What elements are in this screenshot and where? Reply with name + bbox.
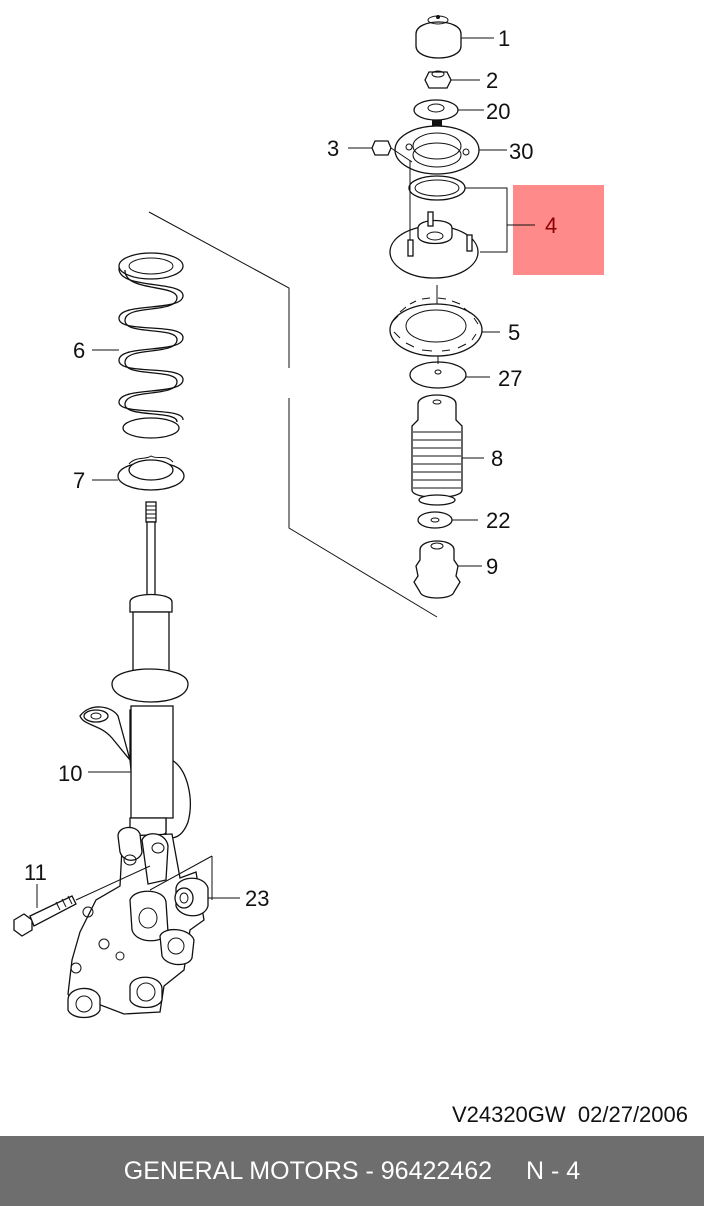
callout-3: 3: [327, 136, 339, 161]
part-30-mount-plate: [394, 120, 507, 175]
callout-4: 4: [545, 213, 557, 238]
part-23-bushing: [174, 877, 240, 917]
part-22-washer: [417, 511, 478, 529]
part-5-spring-seat: [389, 285, 500, 357]
part-27-washer: [409, 356, 490, 389]
part-9-bump-stop: [413, 540, 482, 599]
knuckle-assembly: [67, 826, 213, 1019]
exploded-parts-diagram: 1 2 20 3 30 4 5 6 27 8 7 22 9 10 11 23: [13, 15, 604, 1019]
callout-11: 11: [24, 860, 47, 885]
callout-1: 1: [498, 26, 510, 51]
footer-brand: GENERAL MOTORS - 96422462: [123, 1156, 493, 1185]
part-10-strut: [79, 501, 191, 839]
callout-2: 2: [486, 68, 498, 93]
highlight-box-4: [513, 185, 604, 275]
callout-30: 30: [509, 139, 533, 164]
part-3-nut: [348, 140, 413, 163]
callout-20: 20: [486, 99, 510, 124]
callout-27: 27: [498, 366, 522, 391]
part-2-nut: [424, 70, 480, 89]
part-20-washer: [413, 99, 484, 121]
part-7-lower-spring-seat: [92, 455, 185, 491]
callout-9: 9: [486, 554, 498, 579]
callout-6: 6: [73, 338, 85, 363]
footer-page: N - 4: [526, 1156, 581, 1185]
callout-7: 7: [73, 468, 85, 493]
callout-5: 5: [508, 320, 520, 345]
callout-10: 10: [58, 761, 82, 786]
assembly-bracket-lines: [148, 211, 438, 618]
callout-22: 22: [486, 508, 510, 533]
callout-8: 8: [491, 446, 503, 471]
part-1-cap: [415, 15, 494, 59]
callout-23: 23: [245, 886, 269, 911]
part-11-bolt: [13, 865, 151, 937]
drawing-code: V24320GW 02/27/2006: [451, 1102, 688, 1127]
part-4-strut-mount: [389, 160, 535, 279]
footer-bar: GENERAL MOTORS - 96422462 N - 4: [0, 1136, 704, 1206]
part-6-coil-spring: [92, 252, 184, 439]
part-8-dust-boot: [411, 394, 484, 506]
